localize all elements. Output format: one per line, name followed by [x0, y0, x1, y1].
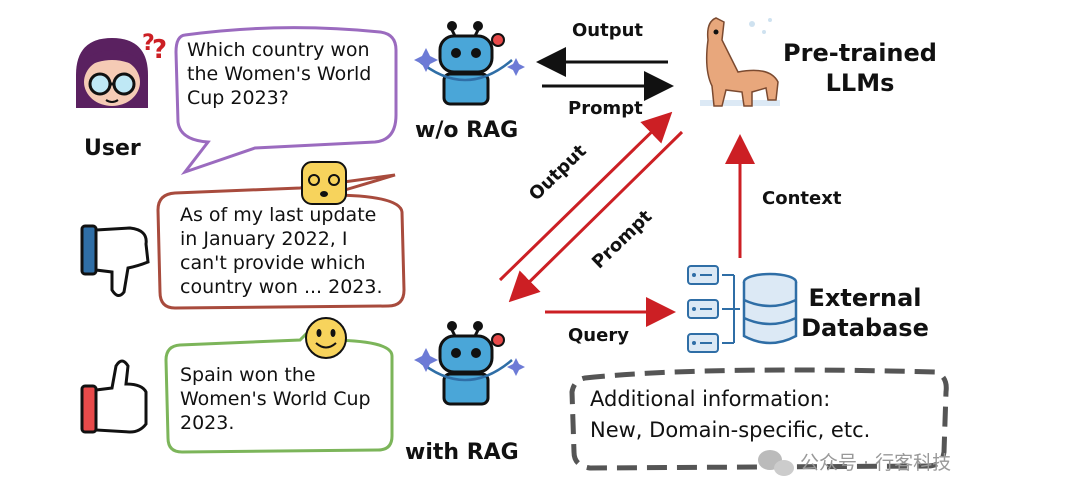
good-answer-bubble [164, 319, 394, 454]
confused-emoji-icon [301, 161, 347, 205]
user-label: User [84, 136, 141, 161]
llama-icon [700, 17, 780, 107]
bad-answer-text: As of my last update in January 2022, I … [180, 204, 383, 298]
info-box [569, 367, 949, 471]
database-icon [742, 272, 798, 345]
query-label: Query [568, 325, 629, 346]
robot-with-rag-icon [414, 321, 525, 406]
svg-text:?: ? [142, 31, 155, 56]
without-rag-label: w/o RAG [415, 118, 519, 143]
bad-answer-bubble [156, 173, 406, 310]
wechat-icon [758, 450, 794, 476]
output-arrow-diag [508, 130, 684, 303]
good-answer-text: Spain won the Women's World Cup 2023. [180, 364, 371, 434]
svg-text:?: ? [152, 35, 167, 65]
llm-label: Pre-trained LLMs [783, 39, 937, 97]
question-bubble [174, 26, 398, 176]
question-text: Which country won the Women's World Cup … [187, 39, 372, 109]
thumbs-down-icon [80, 224, 150, 297]
output-label-top: Output [572, 20, 644, 41]
prompt-arrow-diag [498, 111, 673, 282]
database-label: External Database [801, 284, 929, 342]
user-avatar-icon: ? ? [76, 31, 167, 108]
smile-emoji-icon [305, 317, 347, 359]
thumbs-up-icon [80, 359, 148, 434]
server-stack-icon [687, 265, 740, 353]
context-label: Context [762, 188, 842, 209]
info-text: Additional information: New, Domain-spec… [590, 387, 871, 442]
watermark-text: 公众号 · 行客科技 [800, 452, 952, 474]
prompt-label-top: Prompt [568, 98, 643, 119]
robot-without-rag-icon [414, 21, 525, 106]
with-rag-label: with RAG [405, 440, 519, 465]
